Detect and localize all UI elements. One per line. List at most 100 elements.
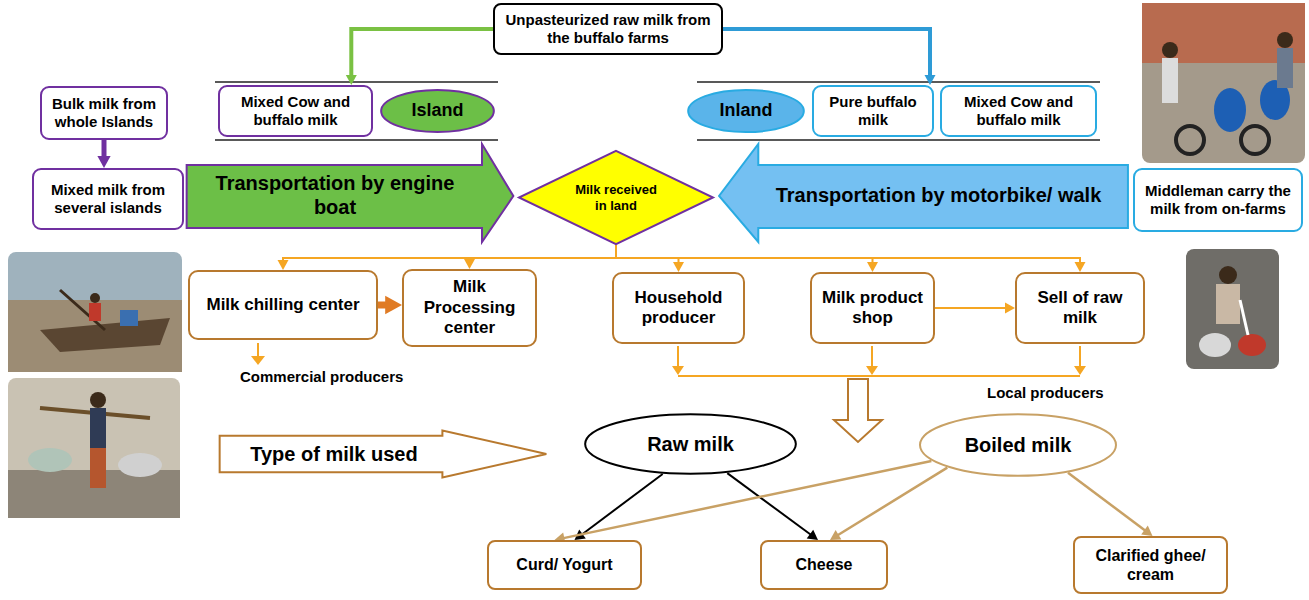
leader-line xyxy=(257,343,259,358)
connector xyxy=(378,296,402,314)
product-box: Cheese xyxy=(760,540,888,590)
connector xyxy=(727,473,818,540)
merge-line xyxy=(871,346,873,368)
person-body xyxy=(89,303,101,321)
connector xyxy=(830,468,947,540)
arrowhead xyxy=(346,75,357,85)
person-legs xyxy=(90,448,106,488)
merge-line xyxy=(678,375,1080,377)
connector xyxy=(346,29,493,85)
arrowhead xyxy=(866,366,878,375)
milk-type-box: Mixed Cow and buffalo milk xyxy=(940,85,1097,137)
node-text: Clarified ghee/ cream xyxy=(1081,546,1220,584)
node-text: Bulk milk from whole Islands xyxy=(48,95,160,131)
boat-shape xyxy=(40,318,170,352)
photo-ground xyxy=(1186,249,1279,369)
node-text: Type of milk used xyxy=(250,442,417,466)
transport-arrow: Transportation by engine boat xyxy=(185,143,515,243)
connector xyxy=(616,245,1086,272)
basket xyxy=(28,448,72,472)
person-head xyxy=(90,293,100,303)
arrowhead xyxy=(830,530,841,540)
node-text: Pure buffalo milk xyxy=(820,93,926,129)
node-text: Milk chilling center xyxy=(206,295,359,315)
photo-water xyxy=(8,300,182,372)
connector-line xyxy=(616,245,679,264)
connector-line xyxy=(470,245,617,261)
node-text: Milk product shop xyxy=(818,288,927,329)
arrowhead xyxy=(925,75,936,85)
photo-pouring xyxy=(1186,249,1279,369)
connector-line xyxy=(727,473,811,535)
connector-line xyxy=(351,29,493,77)
photo-ground xyxy=(1142,3,1305,163)
person-body xyxy=(1277,48,1293,88)
person-body xyxy=(90,408,106,448)
shape-path xyxy=(519,151,713,244)
shape-path xyxy=(187,144,514,242)
arrowhead xyxy=(867,262,878,272)
arrowhead xyxy=(97,156,110,168)
connector xyxy=(278,245,617,270)
node-text: Transportation by engine boat xyxy=(195,171,475,219)
connector-line xyxy=(935,307,1007,309)
shape-path xyxy=(585,414,796,474)
milk-pot xyxy=(1238,334,1266,356)
label-text: Commercial producers xyxy=(238,368,405,386)
source-box: Bulk milk from whole Islands xyxy=(40,86,168,140)
arrowhead xyxy=(278,260,289,270)
node-text: Raw milk xyxy=(647,432,734,456)
arrowhead xyxy=(1005,303,1015,314)
transport-arrow: Transportation by motorbike/ walk xyxy=(717,143,1130,243)
node-text: Sell of raw milk xyxy=(1023,288,1137,329)
decision-diamond: Milk received in land xyxy=(517,150,715,245)
arrowhead xyxy=(464,259,475,269)
connector xyxy=(1068,473,1153,536)
connector-line xyxy=(616,245,873,264)
merge-line xyxy=(1079,346,1081,368)
arrowhead xyxy=(1074,366,1086,375)
connector-line xyxy=(1068,473,1146,531)
photo-carrier xyxy=(8,378,180,518)
milk-type-box: Mixed Cow and buffalo milk xyxy=(218,85,373,137)
oar xyxy=(60,290,105,330)
person-head xyxy=(90,392,106,408)
node-text: Curd/ Yogurt xyxy=(516,555,612,574)
node-text: Mixed Cow and buffalo milk xyxy=(226,93,365,129)
node-text: Transportation by motorbike/ walk xyxy=(776,183,1102,207)
node-text: Inland xyxy=(720,100,773,122)
connector-line xyxy=(616,245,1080,264)
source-box: Unpasteurized raw milk from the buffalo … xyxy=(493,3,723,55)
arrowhead xyxy=(673,262,684,272)
milk-drum xyxy=(1214,88,1246,132)
node-text: Unpasteurized raw milk from the buffalo … xyxy=(501,11,715,47)
group-label: Commercial producers xyxy=(238,368,405,386)
wheel xyxy=(1241,126,1269,154)
source-box: Mixed milk from several islands xyxy=(32,168,184,230)
process-box: Milk chilling center xyxy=(188,270,378,340)
band-rule xyxy=(215,81,498,83)
label-arrow: Type of milk used xyxy=(218,430,548,478)
connector xyxy=(97,140,110,168)
node-text: Middleman carry the milk from on-farms xyxy=(1141,182,1295,218)
band-rule xyxy=(215,139,498,141)
person-head xyxy=(1162,42,1178,58)
process-box: Household producer xyxy=(612,272,745,344)
node-text: Boiled milk xyxy=(965,433,1072,457)
photo-motorbike xyxy=(1142,3,1305,163)
milk-ellipse: Boiled milk xyxy=(918,413,1118,477)
node-text: Mixed milk from several islands xyxy=(40,181,176,217)
hollow-arrow xyxy=(834,379,882,442)
node-text: Household producer xyxy=(620,288,737,329)
arrowhead xyxy=(1075,262,1086,272)
region-ellipse: Island xyxy=(380,89,495,133)
source-box: Middleman carry the milk from on-farms xyxy=(1133,168,1303,232)
connector-line xyxy=(283,245,616,262)
group-label: Local producers xyxy=(985,384,1106,402)
milk-stream xyxy=(1240,300,1248,335)
region-ellipse: Inland xyxy=(687,89,805,133)
product-box: Curd/ Yogurt xyxy=(487,540,642,590)
shape-path xyxy=(220,430,547,477)
wheel xyxy=(1176,126,1204,154)
